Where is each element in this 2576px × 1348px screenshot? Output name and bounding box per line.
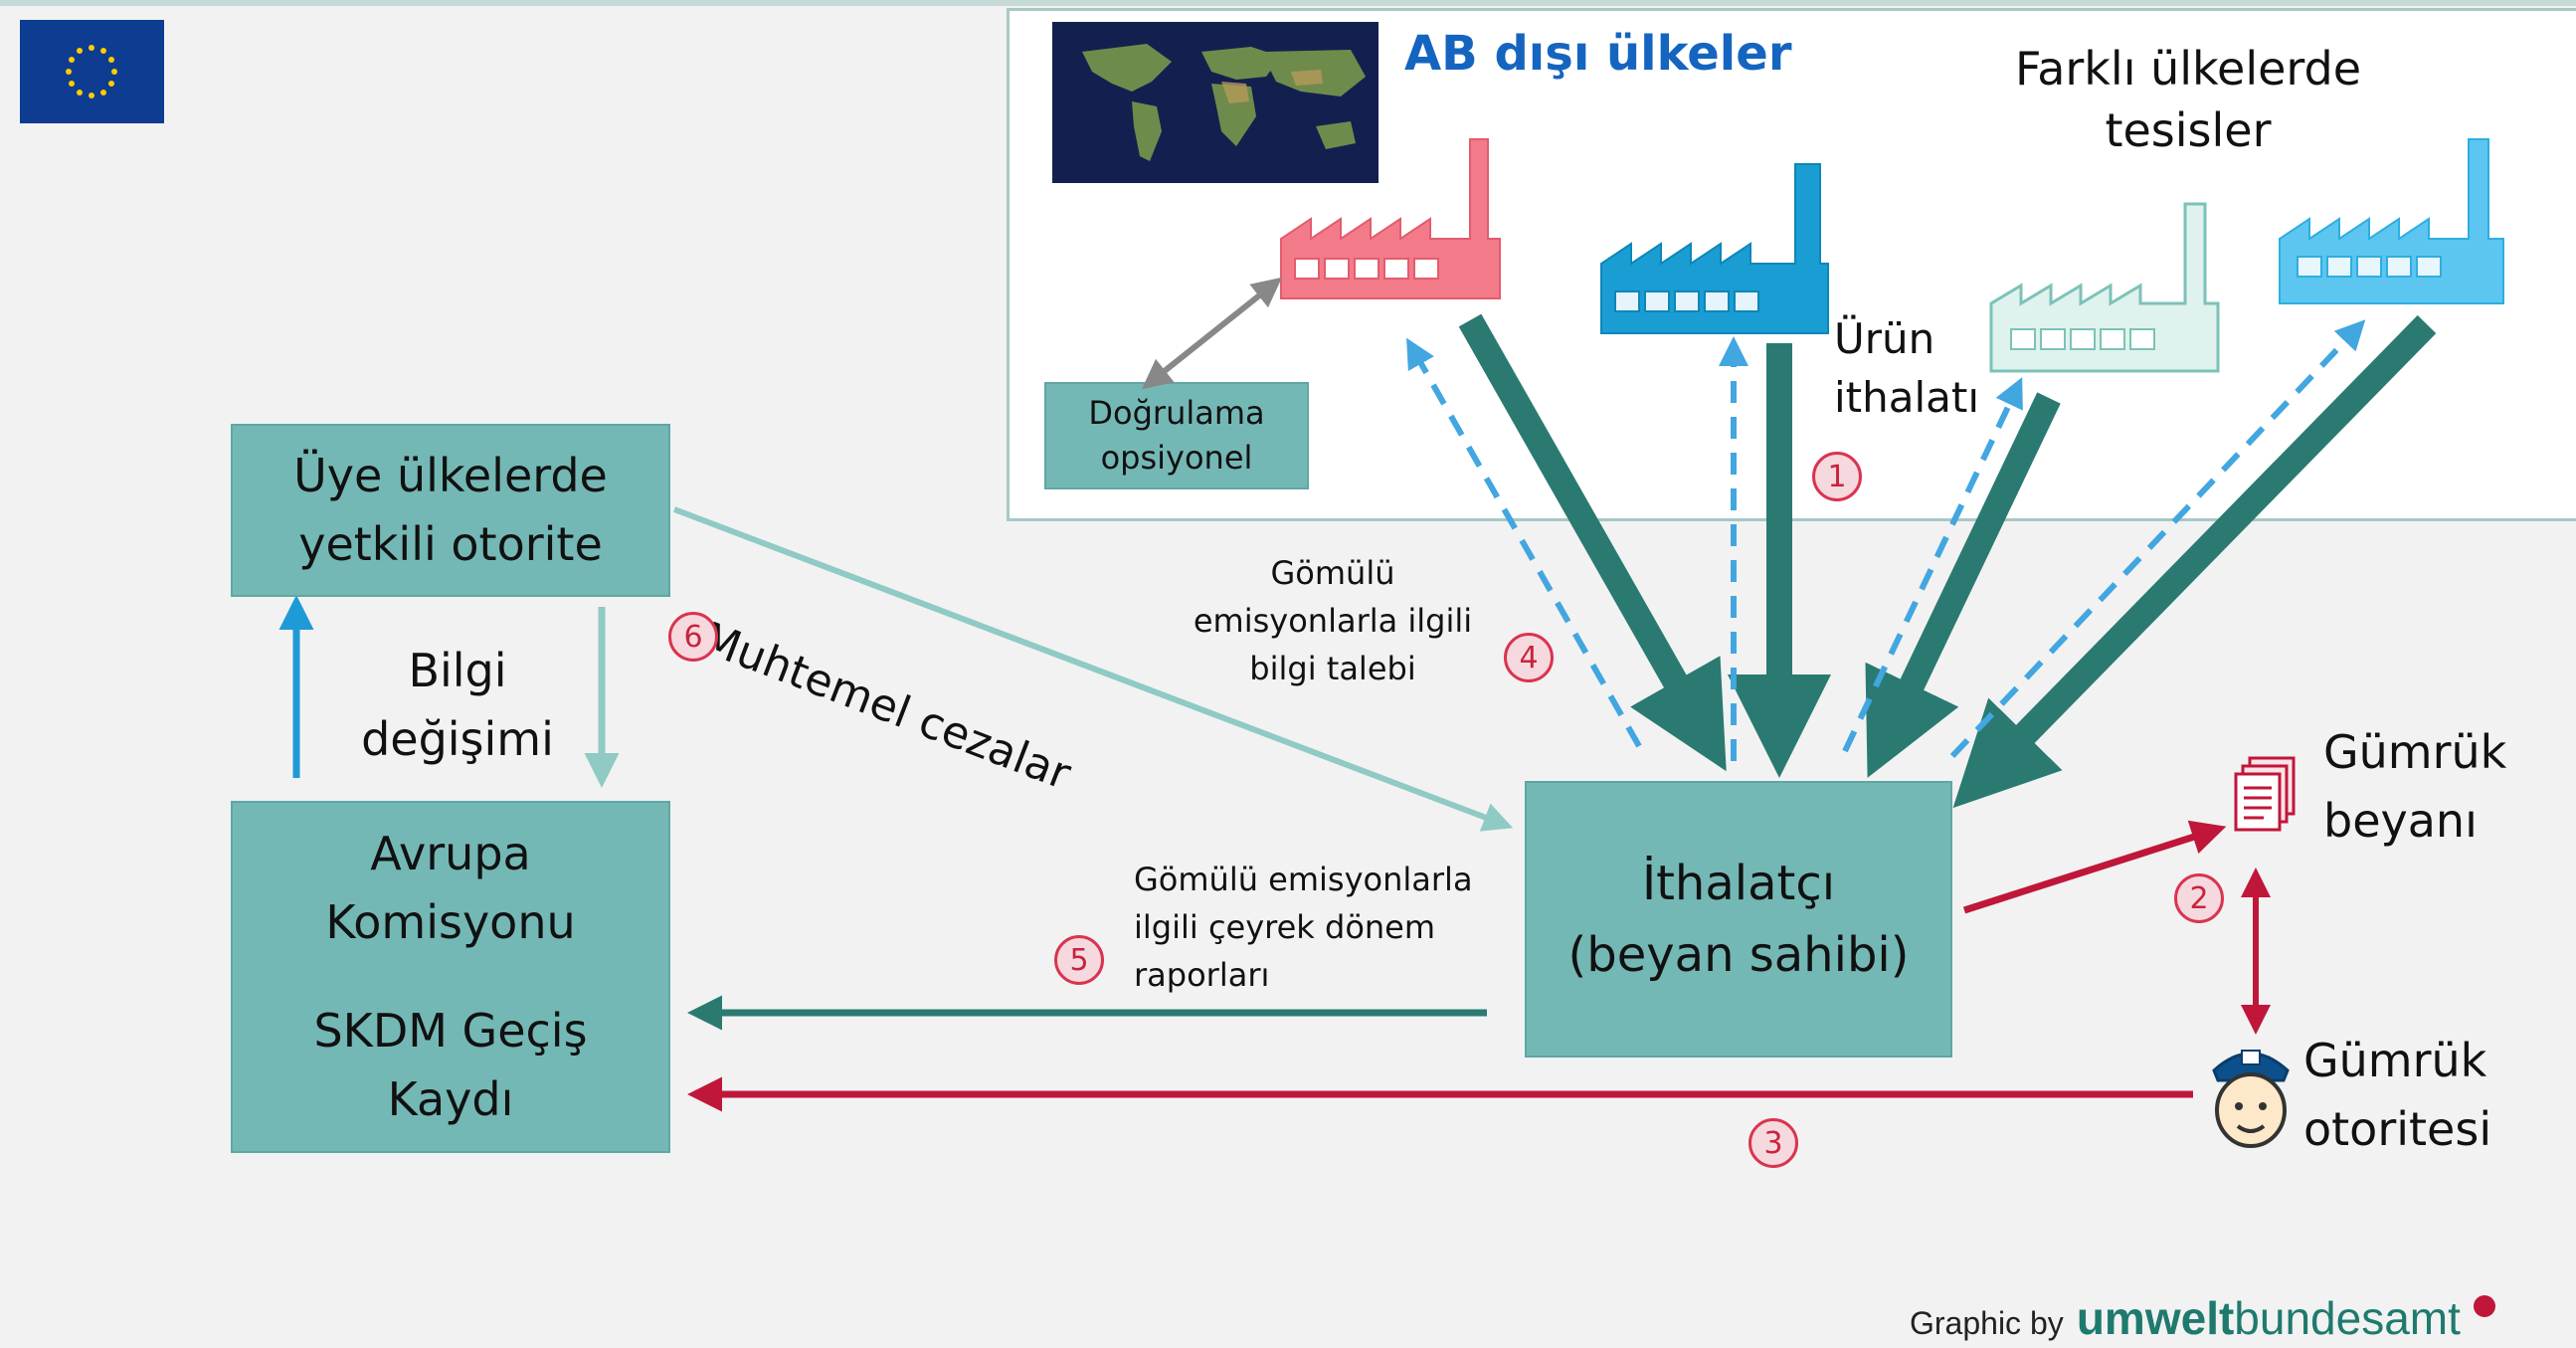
step-badge-4: 4 bbox=[1504, 633, 1554, 682]
eu-flag-icon bbox=[20, 20, 164, 123]
member-state-authority-box: Üye ülkelerde yetkili otorite bbox=[231, 424, 670, 597]
step-badge-3: 3 bbox=[1748, 1118, 1798, 1168]
world-map-icon bbox=[1052, 22, 1379, 183]
factory-icon bbox=[2279, 138, 2504, 304]
customs-authority-label: Gümrük otoritesi bbox=[2303, 1034, 2492, 1156]
graphic-credit: Graphic by umweltbundesamt bbox=[1910, 1291, 2495, 1345]
non-eu-countries-title: AB dışı ülkeler bbox=[1404, 26, 1792, 82]
european-commission-box: Avrupa Komisyonu SKDM Geçiş Kaydı bbox=[231, 801, 670, 1153]
step-badge-6: 6 bbox=[668, 612, 718, 662]
facilities-label: Farklı ülkelerde tesisler bbox=[2014, 42, 2362, 158]
customs-declaration-label: Gümrük beyanı bbox=[2323, 725, 2507, 848]
factory-icon bbox=[1600, 163, 1829, 334]
top-rule bbox=[0, 0, 2576, 6]
factory-icon bbox=[1989, 202, 2220, 373]
customs-officer-icon bbox=[2212, 1050, 2290, 1148]
documents-icon bbox=[2234, 756, 2296, 832]
quarterly-reports-label: Gömülü emisyonlarla ilgili çeyrek dönem … bbox=[1134, 861, 1473, 994]
product-import-label: Ürün ithalatı bbox=[1834, 314, 1980, 422]
step-badge-1: 1 bbox=[1812, 452, 1862, 501]
umweltbundesamt-logo: umweltbundesamt bbox=[2076, 1292, 2461, 1344]
step-badge-5: 5 bbox=[1054, 935, 1104, 985]
step-badge-2: 2 bbox=[2174, 873, 2224, 923]
importer-box: İthalatçı (beyan sahibi) bbox=[1525, 781, 1952, 1058]
info-exchange-label: Bilgi değişimi bbox=[361, 644, 554, 766]
umweltbundesamt-mark-icon bbox=[2473, 1295, 2495, 1317]
info-request-label: Gömülü emisyonlarla ilgili bilgi talebi bbox=[1193, 554, 1473, 687]
factory-icon bbox=[1280, 138, 1501, 299]
credit-prefix: Graphic by bbox=[1910, 1305, 2064, 1341]
verification-optional-box: Doğrulama opsiyonel bbox=[1044, 382, 1309, 489]
